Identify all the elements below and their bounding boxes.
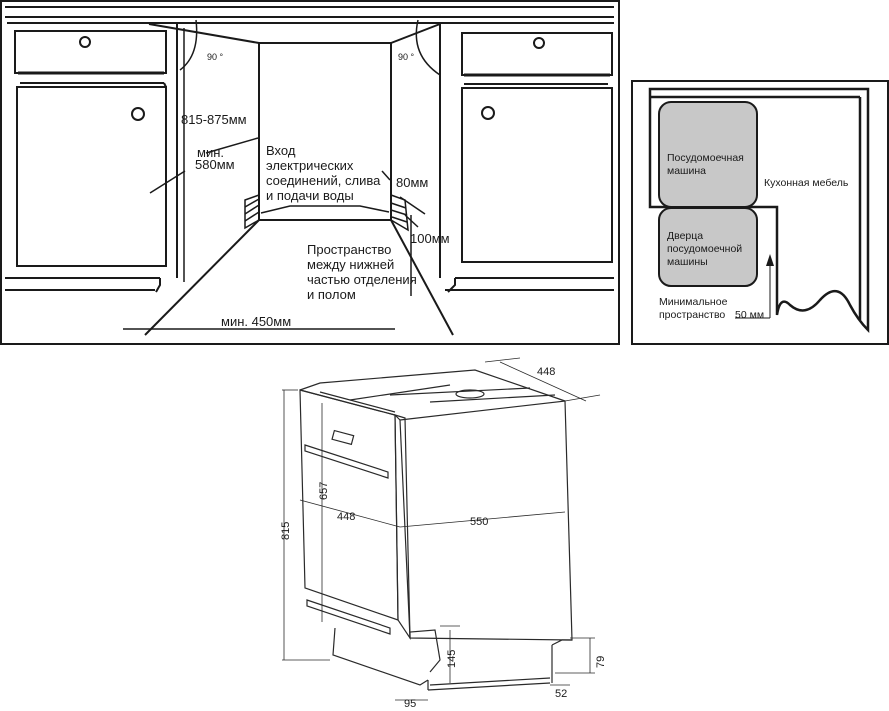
gap-label-4: и полом (307, 287, 356, 302)
inlet-label-3: соединений, слива (266, 173, 381, 188)
inlet-label-4: и подачи воды (266, 188, 354, 203)
dim-top-depth: 448 (537, 366, 555, 378)
clearance-value: 50 мм (735, 309, 764, 321)
dim-side-depth: 550 (470, 516, 488, 528)
dishwasher-label-1: Посудомоечная (667, 152, 744, 164)
left-cabinet (5, 23, 178, 293)
door-knob-icon (131, 107, 145, 121)
clearance-label-1: Минимальное (659, 296, 728, 308)
angle-left-label: 90 ° (207, 52, 224, 62)
right-cabinet (439, 23, 614, 293)
gap-label-1: Пространство (307, 242, 391, 257)
dim-total-height: 815 (280, 522, 292, 540)
front-niche-panel (0, 0, 620, 345)
dim-door-height: 657 (318, 482, 330, 500)
isometric-dimensions (282, 357, 601, 701)
inlet-label-2: электрических (266, 158, 354, 173)
dim-80-label: 80мм (396, 175, 428, 190)
isometric-labels: 448 815 657 448 550 145 95 79 52 (280, 366, 607, 710)
door-label-2: посудомоечной (667, 243, 742, 255)
dishwasher-label-2: машина (667, 165, 706, 177)
drawer-knob-icon (533, 37, 545, 49)
min-width-label-1: мин. (197, 145, 224, 160)
dim-plinth-height: 145 (446, 650, 458, 668)
furniture-label: Кухонная мебель (764, 177, 849, 189)
door-label-3: машины (667, 256, 708, 268)
isometric-dishwasher (299, 369, 573, 691)
niche-back-wall (258, 42, 392, 221)
gap-label-2: между нижней (307, 257, 394, 272)
top-view-panel: Посудомоечная машина Кухонная мебель Две… (631, 80, 889, 345)
door-knob-icon (481, 106, 495, 120)
inlet-label-1: Вход (266, 143, 296, 158)
angle-right-label: 90 ° (398, 52, 415, 62)
door-label-1: Дверца (667, 230, 703, 242)
dim-100-label: 100мм (410, 231, 450, 246)
min-width-label-2: 580мм (195, 157, 235, 172)
gap-label-3: частью отделения (307, 272, 417, 287)
min-depth-label: мин. 450мм (221, 314, 291, 329)
dishwasher-door-block (658, 207, 758, 287)
height-range-label: 815-875мм (181, 112, 247, 127)
dim-front-width: 448 (337, 511, 355, 523)
clearance-label-2: пространство (659, 309, 725, 321)
arrow-up-icon (766, 254, 774, 266)
front-niche-labels: 90 ° 90 ° 815-875мм мин. 580мм Вход элек… (181, 52, 450, 329)
drawer-knob-icon (79, 36, 91, 48)
dim-foot-height: 79 (595, 656, 607, 668)
dim-plinth-depth: 95 (404, 698, 416, 710)
dim-foot-depth: 52 (555, 688, 567, 700)
